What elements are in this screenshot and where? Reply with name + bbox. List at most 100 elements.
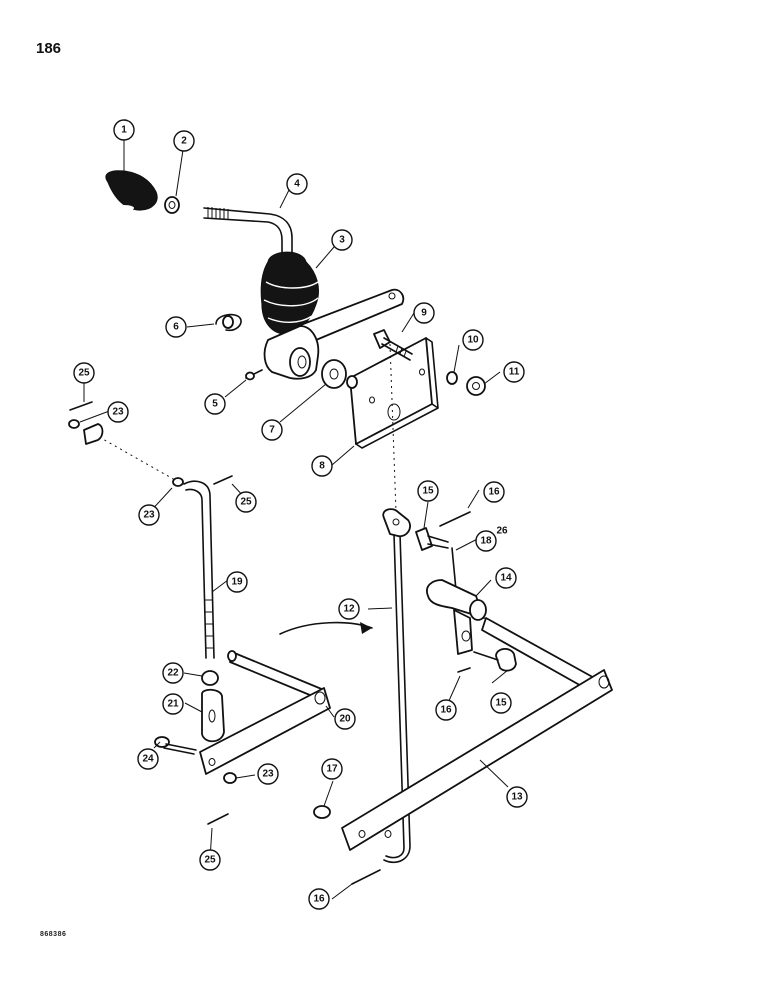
svg-text:12: 12: [343, 604, 355, 615]
callout: 14: [495, 567, 517, 589]
svg-text:8: 8: [319, 461, 325, 472]
callout-label-26: 26: [496, 526, 508, 537]
svg-text:23: 23: [143, 510, 155, 521]
callout: 8: [311, 455, 333, 477]
part-plate: [346, 337, 439, 449]
page-number: 186: [36, 40, 62, 57]
svg-text:5: 5: [212, 399, 218, 410]
part-pin-18: [451, 547, 457, 591]
svg-text:16: 16: [488, 487, 500, 498]
part-bolt-9: [373, 329, 413, 361]
part-arm-20: [199, 650, 331, 775]
part-nut-2: [164, 196, 180, 214]
callout: 22: [162, 662, 184, 684]
callout: 13: [506, 786, 528, 808]
svg-text:19: 19: [231, 577, 243, 588]
part-pin-24: [154, 736, 197, 755]
callout: 15: [490, 692, 512, 714]
part-knob: [105, 170, 158, 211]
part-bolt-15b: [473, 648, 517, 672]
svg-text:22: 22: [167, 668, 179, 679]
callout: 16: [308, 888, 330, 910]
part-pin-16b: [457, 667, 471, 673]
part-nut-22: [201, 670, 219, 686]
svg-text:15: 15: [422, 486, 434, 497]
svg-text:11: 11: [509, 367, 520, 378]
callout: 9: [413, 302, 435, 324]
svg-text:20: 20: [339, 714, 351, 725]
svg-text:16: 16: [313, 894, 325, 905]
part-pin-16c: [351, 869, 381, 885]
svg-text:14: 14: [500, 573, 512, 584]
svg-text:23: 23: [262, 769, 274, 780]
part-pivot-block: [263, 325, 320, 380]
part-pin-25b: [213, 475, 233, 485]
part-rod-12: [382, 508, 411, 864]
svg-text:21: 21: [167, 699, 179, 710]
callout: 25: [235, 491, 257, 513]
svg-text:15: 15: [495, 698, 507, 709]
callout: 5: [204, 393, 226, 415]
part-washer-10: [446, 371, 458, 385]
motion-arrow: [279, 621, 373, 635]
svg-text:1: 1: [121, 125, 127, 136]
callout: 16: [435, 699, 457, 721]
callout: 11: [503, 361, 525, 383]
leader-lines: [79, 140, 509, 900]
callout: 18: [475, 530, 497, 552]
svg-text:7: 7: [269, 425, 275, 436]
svg-text:3: 3: [339, 235, 345, 246]
svg-text:16: 16: [440, 705, 452, 716]
part-rod-end: [83, 423, 104, 445]
part-arm-13: [341, 669, 613, 851]
part-washer-17: [313, 805, 331, 819]
svg-text:2: 2: [181, 136, 187, 147]
part-pin-16a: [439, 511, 471, 527]
callout: 20: [334, 708, 356, 730]
part-clevis-21: [201, 688, 225, 743]
callout: 25: [73, 362, 95, 384]
callout: 15: [417, 480, 439, 502]
svg-text:6: 6: [173, 322, 179, 333]
callout: 3: [331, 229, 353, 251]
callout: 12: [338, 598, 360, 620]
callout: 21: [162, 693, 184, 715]
callout: 16: [483, 481, 505, 503]
callout: 7: [261, 419, 283, 441]
part-clip: [215, 313, 242, 332]
svg-text:18: 18: [480, 536, 492, 547]
callout: 23: [257, 763, 279, 785]
part-boot: [260, 251, 319, 335]
part-cross-shaft: [426, 579, 599, 693]
callout: 24: [137, 748, 159, 770]
callout: 17: [321, 758, 343, 780]
svg-text:9: 9: [421, 308, 427, 319]
part-nut-11: [466, 376, 486, 396]
svg-text:24: 24: [142, 754, 154, 765]
callout: 10: [462, 329, 484, 351]
callout: 4: [286, 173, 308, 195]
svg-text:25: 25: [78, 368, 90, 379]
part-bolt-15a: [415, 527, 449, 551]
part-washer-23c: [223, 772, 237, 784]
callout: 19: [226, 571, 248, 593]
part-lever-arm: [297, 288, 405, 341]
callout: 23: [138, 504, 160, 526]
callout: 1: [113, 119, 135, 141]
part-washer-23b: [172, 477, 184, 487]
part-pin-25a: [69, 401, 93, 411]
svg-text:4: 4: [294, 179, 300, 190]
part-rod-19: [183, 480, 215, 659]
svg-text:25: 25: [240, 497, 252, 508]
part-washer-7: [321, 359, 347, 389]
svg-text:23: 23: [112, 407, 124, 418]
callout: 6: [165, 316, 187, 338]
part-washer-23a: [68, 419, 80, 429]
svg-text:17: 17: [326, 764, 338, 775]
callout: 25: [199, 849, 221, 871]
svg-text:10: 10: [467, 335, 479, 346]
part-lever: [203, 207, 293, 263]
svg-text:25: 25: [204, 855, 216, 866]
